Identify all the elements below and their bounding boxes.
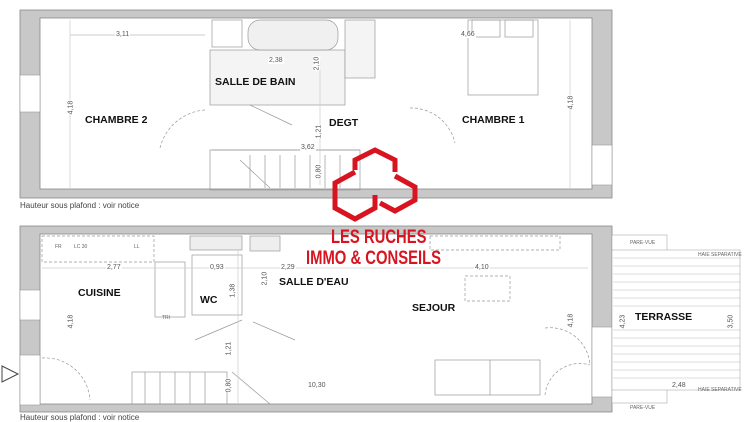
- fixture-tri: TRI: [162, 315, 171, 321]
- room-wc: WC: [200, 294, 218, 306]
- dim: 4,23: [619, 314, 627, 329]
- dim: 0,80: [225, 378, 233, 393]
- dim: 4,66: [460, 31, 476, 38]
- dim: 3,62: [300, 144, 316, 151]
- fixture-lc30: LC 30: [74, 244, 88, 250]
- dim: 0,93: [209, 264, 225, 271]
- dim: 2,77: [106, 264, 122, 271]
- room-chambre-1: CHAMBRE 1: [462, 114, 525, 126]
- room-salle-de-bain: SALLE DE BAIN: [215, 76, 296, 88]
- brand-line-1: LES RUCHES: [331, 227, 427, 248]
- room-terrasse: TERRASSE: [635, 311, 693, 323]
- room-sejour: SEJOUR: [412, 302, 456, 314]
- dim: 2,48: [671, 382, 687, 389]
- lower-interior: [41, 235, 591, 405]
- brand-line-2: IMMO & CONSEILS: [306, 248, 442, 269]
- dim: 2,29: [280, 264, 296, 271]
- upper-interior: [69, 19, 571, 191]
- haie-separative-bottom: HAIE SEPARATIVE: [698, 387, 742, 393]
- dim: 4,18: [567, 313, 575, 328]
- dim: 2,10: [261, 271, 269, 286]
- room-salle-d-eau: SALLE D'EAU: [279, 276, 349, 288]
- haie-separative-top: HAIE SEPARATIVE: [698, 252, 742, 258]
- dim: 1,21: [225, 341, 233, 356]
- pare-vue-bottom: PARE-VUE: [630, 405, 656, 411]
- brand-logo: [332, 147, 418, 222]
- dim: 0,80: [315, 164, 323, 179]
- dim: 4,18: [67, 100, 75, 115]
- fixture-ll: LL: [134, 244, 140, 250]
- dim: 2,38: [268, 57, 284, 64]
- room-degt: DEGT: [329, 117, 359, 129]
- room-chambre-2: CHAMBRE 2: [85, 114, 148, 126]
- dim: 1,38: [229, 283, 237, 298]
- ceiling-note: Hauteur sous plafond : voir notice: [20, 201, 140, 210]
- ceiling-note-lower: Hauteur sous plafond : voir notice: [20, 413, 140, 422]
- dim: 4,18: [567, 95, 575, 110]
- pare-vue-top: PARE-VUE: [630, 240, 656, 246]
- dim: 2,10: [313, 56, 321, 71]
- dim: 4,10: [474, 264, 490, 271]
- dim: 4,18: [67, 314, 75, 329]
- dim: 10,30: [307, 382, 327, 389]
- entrance-arrow-icon: [1, 365, 20, 383]
- dim: 3,50: [727, 314, 735, 329]
- dim: 3,11: [115, 31, 131, 38]
- fixture-fr: FR: [55, 244, 62, 250]
- dim: 1,21: [315, 124, 323, 139]
- room-cuisine: CUISINE: [78, 287, 121, 299]
